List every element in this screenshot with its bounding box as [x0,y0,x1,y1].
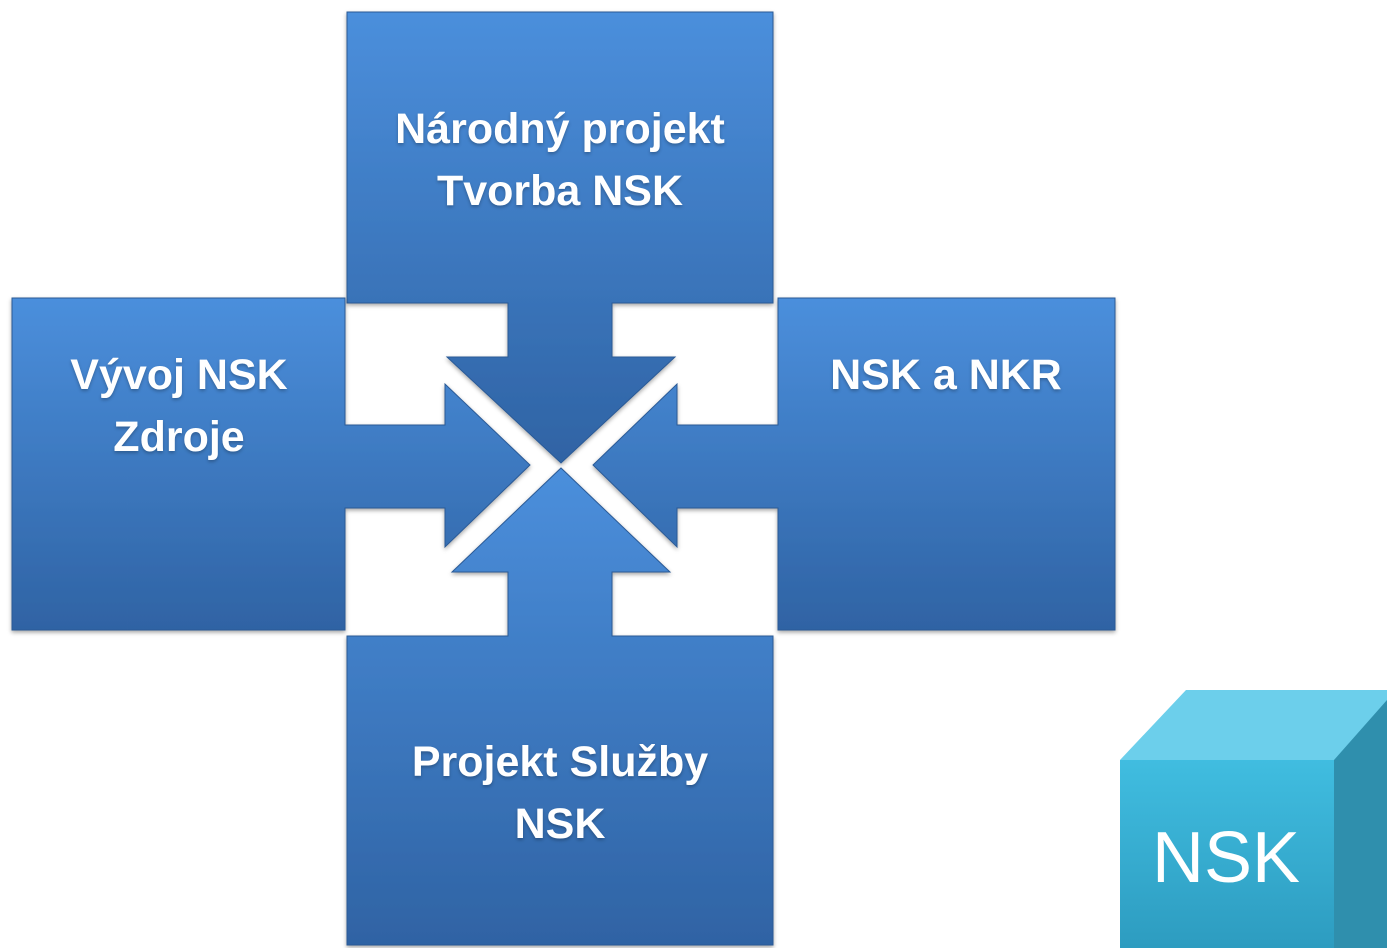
bottom-block-line1: Projekt Služby [411,738,709,786]
top-block-line2: Tvorba NSK [436,167,684,215]
left-block [11,297,531,631]
right-block-label: NSK a NKR [776,344,1116,406]
right-block [592,297,1116,631]
top-block-label: Národný projekt Tvorba NSK [350,98,770,222]
left-block-line1: Vývoj NSK [70,351,288,399]
nsk-cube [1120,690,1387,948]
bottom-block-label: Projekt Služby NSK [350,731,770,855]
top-block [346,11,774,464]
cube-side-face [1334,700,1387,948]
top-block-line1: Národný projekt [395,105,725,153]
bottom-block-line2: NSK [514,800,606,848]
left-block-label: Vývoj NSK Zdroje [12,344,346,468]
right-block-line1: NSK a NKR [830,351,1062,399]
left-block-line2: Zdroje [113,413,245,461]
cube-top-face [1120,690,1387,760]
cube-front-face [1120,760,1334,948]
cube-label: NSK [1151,818,1301,898]
bottom-block [346,467,774,946]
